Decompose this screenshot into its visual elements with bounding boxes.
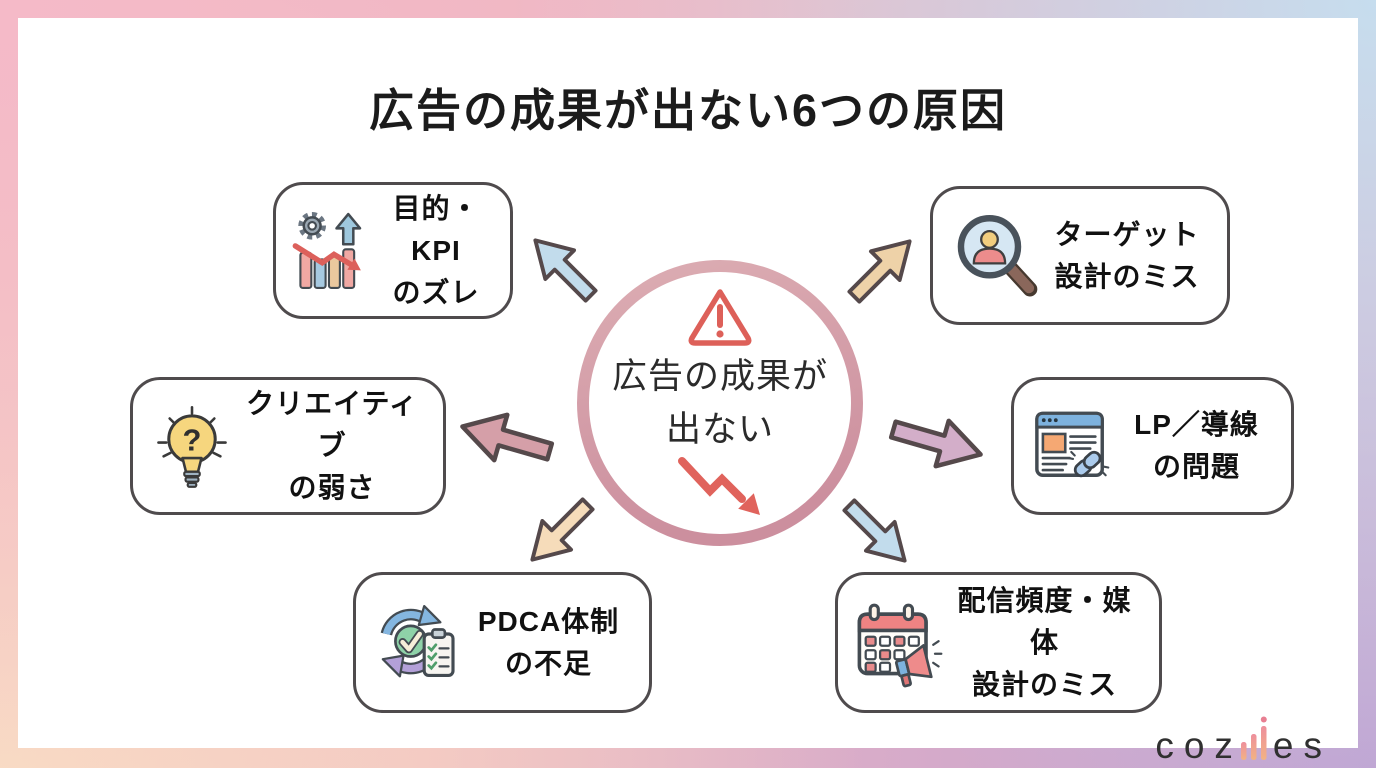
page-title: 広告の成果が出ない6つの原因 xyxy=(368,85,1008,136)
cause-label-creative: クリエイティブ の弱さ xyxy=(235,383,429,509)
cause-media-line1: 配信頻度・媒体 xyxy=(957,584,1132,658)
cause-creative-line2: の弱さ xyxy=(288,472,376,503)
arrow-to-media xyxy=(828,484,926,582)
cause-kpi-line2: のズレ xyxy=(392,276,480,308)
cause-creative-line1: クリエイティブ xyxy=(246,388,418,461)
browser-link-icon xyxy=(1035,411,1110,478)
cause-box-media: 配信頻度・媒体 設計のミス xyxy=(835,572,1162,713)
center-ring xyxy=(577,260,863,546)
declining-arrow-icon xyxy=(678,457,760,515)
pdca-cycle-icon xyxy=(380,604,455,677)
arrow-to-kpi xyxy=(514,219,612,317)
coziies-logo: coz es xyxy=(1155,716,1332,764)
center-label-line1: 広告の成果が xyxy=(611,357,828,396)
cause-kpi-line1: 目的・KPI xyxy=(392,192,480,266)
cause-label-target: ターゲット 設計のミス xyxy=(1041,214,1213,298)
warning-triangle-icon xyxy=(688,289,752,346)
cause-target-line1: ターゲット xyxy=(1054,218,1200,250)
arrow-to-lp xyxy=(876,399,998,485)
center-label: 広告の成果が 出ない xyxy=(576,351,864,456)
logo-text-suffix: es xyxy=(1272,725,1332,766)
cause-label-media: 配信頻度・媒体 設計のミス xyxy=(944,580,1145,706)
cause-lp-line2: の問題 xyxy=(1152,451,1240,482)
cause-lp-line1: LP／導線 xyxy=(1134,409,1259,440)
center-circle: 広告の成果が 出ない xyxy=(576,259,864,547)
logo-bar-chart-icon xyxy=(1240,716,1267,760)
logo-text-prefix: coz xyxy=(1155,725,1243,766)
gear-chart-icon xyxy=(292,211,362,289)
cause-label-pdca: PDCA体制 の不足 xyxy=(462,601,635,685)
lightbulb-question-icon: ? xyxy=(157,406,227,488)
svg-text:?: ? xyxy=(183,422,202,457)
calendar-megaphone-icon xyxy=(857,603,943,687)
magnifier-person-icon xyxy=(957,214,1038,296)
cause-label-lp: LP／導線 の問題 xyxy=(1116,404,1277,488)
arrow-to-target xyxy=(833,220,931,318)
arrow-to-pdca xyxy=(511,483,609,581)
content-panel: 広告の成果が出ない6つの原因 広告の成果が 出ない xyxy=(18,18,1358,764)
cause-media-line2: 設計のミス xyxy=(971,668,1117,700)
cause-box-creative: ? クリエイティブ の弱さ xyxy=(130,377,446,515)
arrow-to-creative xyxy=(445,396,567,482)
cause-box-target: ターゲット 設計のミス xyxy=(930,186,1230,325)
cause-target-line2: 設計のミス xyxy=(1054,260,1200,292)
cause-box-pdca: PDCA体制 の不足 xyxy=(353,572,652,713)
cause-label-kpi: 目的・KPI のズレ xyxy=(376,188,496,314)
cause-pdca-line2: の不足 xyxy=(504,647,592,679)
center-label-line2: 出ない xyxy=(665,409,774,449)
cause-pdca-line1: PDCA体制 xyxy=(477,605,620,637)
cause-box-lp: LP／導線 の問題 xyxy=(1011,377,1294,515)
cause-box-kpi: 目的・KPI のズレ xyxy=(273,182,513,319)
